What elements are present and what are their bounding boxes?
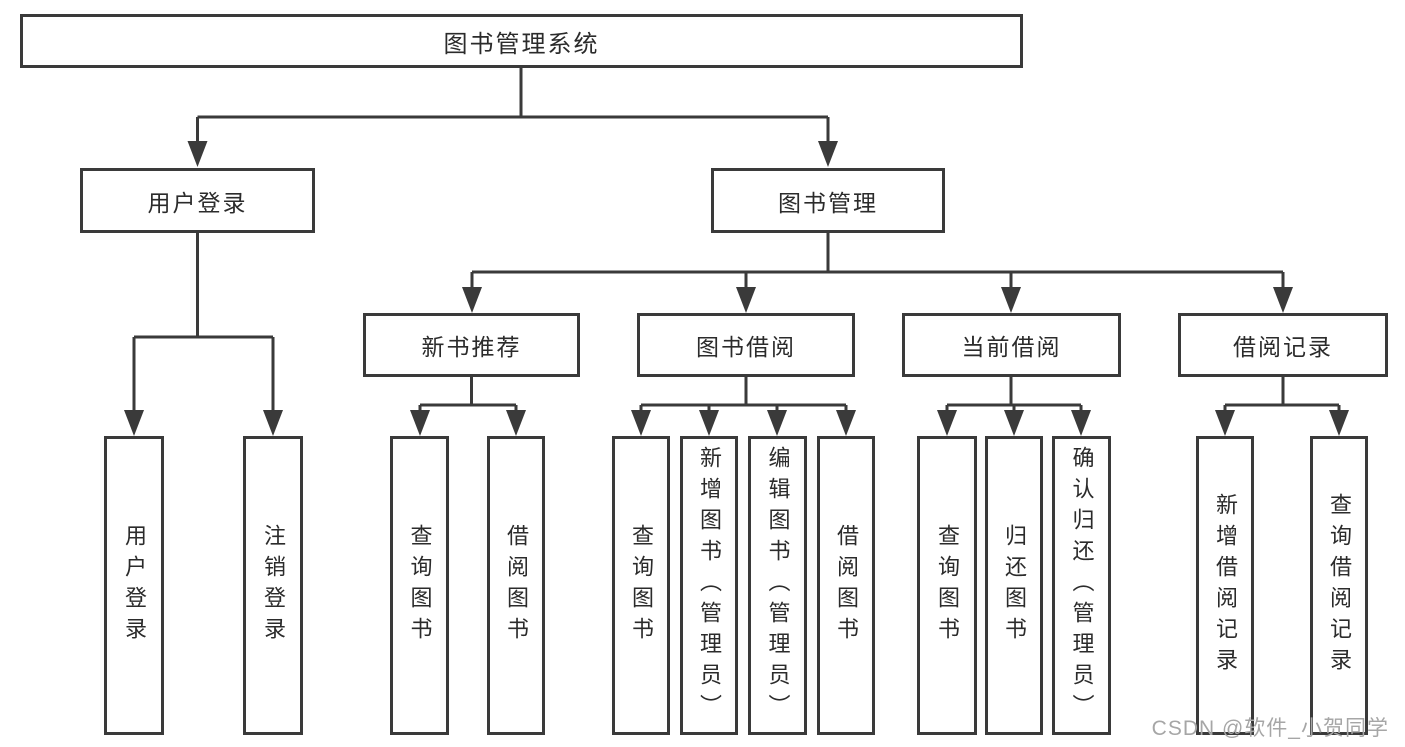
arrow-down-icon xyxy=(699,410,719,436)
leaf-confirm-return-admin: 确认归还（管理员） xyxy=(1052,436,1111,735)
node-new-book-recommendation: 新书推荐 xyxy=(363,313,580,377)
arrow-down-icon xyxy=(506,410,526,436)
leaf-query-books-borrowing: 查询图书 xyxy=(612,436,670,735)
arrow-down-icon xyxy=(124,410,144,436)
arrow-down-icon xyxy=(462,287,482,313)
leaf-query-books-recommend: 查询图书 xyxy=(390,436,449,735)
watermark-text: CSDN @软件_小贺同学 xyxy=(1151,717,1389,740)
node-book-borrowing: 图书借阅 xyxy=(637,313,855,377)
leaf-add-borrow-record: 新增借阅记录 xyxy=(1196,436,1254,735)
connector-lines xyxy=(132,68,1341,415)
arrow-down-icon xyxy=(1215,410,1235,436)
arrow-down-icon xyxy=(187,141,208,167)
leaf-borrow-books-borrowing: 借阅图书 xyxy=(817,436,875,735)
arrow-down-icon xyxy=(1273,287,1293,313)
arrow-down-icon xyxy=(818,141,838,167)
arrow-down-icon xyxy=(937,410,957,436)
node-current-borrowing: 当前借阅 xyxy=(902,313,1121,377)
node-book-management: 图书管理 xyxy=(711,168,945,233)
node-library-management-system: 图书管理系统 xyxy=(20,14,1023,68)
leaf-add-book-admin: 新增图书（管理员） xyxy=(680,436,738,735)
arrow-down-icon xyxy=(1001,287,1021,313)
leaf-query-borrow-record: 查询借阅记录 xyxy=(1310,436,1368,735)
leaf-logout-login: 注销登录 xyxy=(243,436,303,735)
leaf-borrow-books-recommend: 借阅图书 xyxy=(487,436,545,735)
arrow-down-icon xyxy=(1004,410,1024,436)
arrow-down-icon xyxy=(631,410,651,436)
node-borrowing-records: 借阅记录 xyxy=(1178,313,1388,377)
leaf-return-books: 归还图书 xyxy=(985,436,1043,735)
arrow-down-icon xyxy=(836,410,856,436)
leaf-query-books-current: 查询图书 xyxy=(917,436,977,735)
leaf-user-login: 用户登录 xyxy=(104,436,164,735)
leaf-edit-book-admin: 编辑图书（管理员） xyxy=(748,436,807,735)
arrow-down-icon xyxy=(410,410,430,436)
arrow-down-icon xyxy=(767,410,787,436)
node-user-login: 用户登录 xyxy=(80,168,315,233)
arrow-down-icon xyxy=(263,410,283,436)
arrowheads xyxy=(124,141,1349,436)
arrow-down-icon xyxy=(736,287,756,313)
arrow-down-icon xyxy=(1071,410,1091,436)
arrow-down-icon xyxy=(1329,410,1349,436)
